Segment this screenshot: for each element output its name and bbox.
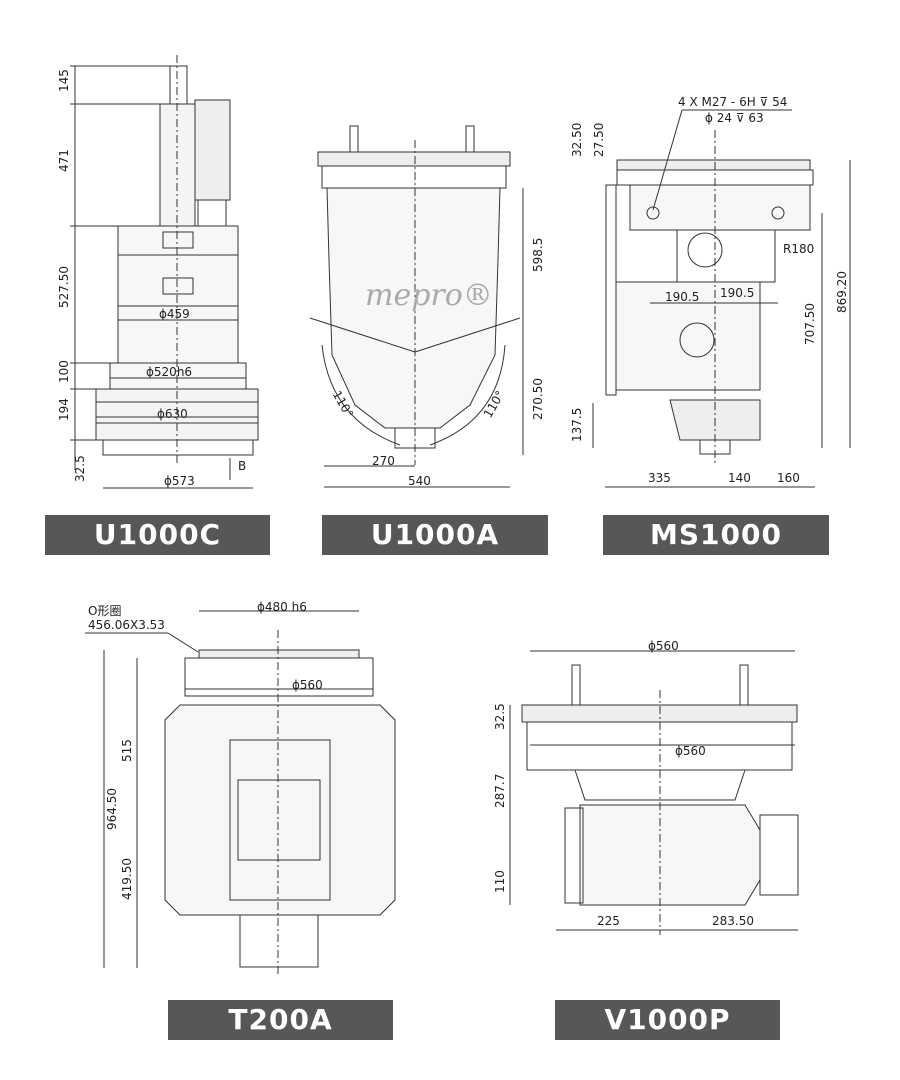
t200a-drawing: [85, 610, 396, 975]
dim-u1000c-32-5: 32.5: [73, 455, 87, 482]
dim-t200a-419-50: 419.50: [120, 858, 134, 900]
u1000a-drawing: [309, 125, 524, 488]
dim-ms1000-869-20: 869.20: [835, 271, 849, 313]
dim-u1000a-270: 270: [372, 454, 395, 468]
dim-v1000p-32-5: 32.5: [493, 703, 507, 730]
dim-u1000c-145: 145: [57, 69, 71, 92]
dim-v1000p-110: 110: [493, 870, 507, 893]
model-label-v1000p: V1000P: [555, 1000, 780, 1040]
dim-u1000c-630: ϕ630: [157, 407, 188, 421]
dim-u1000a-270-50: 270.50: [531, 378, 545, 420]
dim-v1000p-560: ϕ560: [675, 744, 706, 758]
dim-ms1000-160: 160: [777, 471, 800, 485]
model-label-u1000a: U1000A: [322, 515, 548, 555]
model-label-u1000c: U1000C: [45, 515, 270, 555]
dim-ms1000-190-5-left: 190.5: [665, 290, 700, 304]
dim-v1000p-560-top: ϕ560: [648, 639, 679, 653]
dim-t200a-515: 515: [120, 739, 134, 762]
dim-u1000c-573: ϕ573: [164, 474, 195, 488]
dim-t200a-560: ϕ560: [292, 678, 323, 692]
dim-ms1000-32-50: 32.50: [570, 122, 584, 157]
dim-v1000p-287-7: 287.7: [493, 773, 507, 808]
dim-ms1000-137-5: 137.5: [570, 407, 584, 442]
dim-ms1000-190-5-right: 190.5: [720, 286, 755, 300]
note-t200a-oring-size: 456.06X3.53: [88, 618, 165, 632]
dim-u1000c-471: 471: [57, 149, 71, 172]
note-ms1000-thread: 4 X M27 - 6H ⊽ 54: [678, 95, 788, 109]
dim-ms1000-r180: R180: [783, 242, 815, 256]
dim-u1000c-459: ϕ459: [159, 307, 190, 321]
ms1000-drawing: [592, 109, 851, 488]
dim-ms1000-27-50: 27.50: [592, 122, 606, 157]
dim-t200a-964-50: 964.50: [105, 788, 119, 830]
note-ms1000-bore: ϕ 24 ⊽ 63: [705, 111, 764, 125]
dim-ms1000-140: 140: [728, 471, 751, 485]
dim-u1000c-100: 100: [57, 360, 71, 383]
mepro-logo: mepro®: [365, 278, 493, 313]
model-label-t200a: T200A: [168, 1000, 393, 1040]
dim-u1000c-527: 527.50: [57, 266, 71, 308]
v1000p-drawing: [509, 650, 799, 935]
dim-ms1000-335: 335: [648, 471, 671, 485]
dim-t200a-480h6: ϕ480 h6: [257, 600, 307, 614]
view-arrow-b: B: [238, 459, 247, 473]
dim-u1000c-520h6: ϕ520h6: [146, 365, 193, 379]
dim-v1000p-225: 225: [597, 914, 620, 928]
dim-u1000c-194: 194: [57, 398, 71, 421]
model-label-ms1000: MS1000: [603, 515, 829, 555]
note-t200a-oring: O形圈: [88, 604, 122, 618]
dim-v1000p-283-50: 283.50: [712, 914, 754, 928]
dim-ms1000-707-50: 707.50: [803, 303, 817, 345]
dim-u1000a-598: 598.5: [531, 237, 545, 272]
dim-u1000a-540: 540: [408, 474, 431, 488]
u1000c-drawing: [70, 55, 259, 489]
